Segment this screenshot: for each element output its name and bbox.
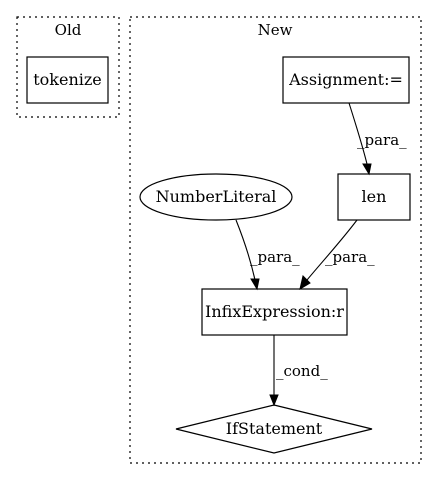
node-if-statement: IfStatement <box>175 404 373 454</box>
cluster-old-frame <box>16 16 120 118</box>
node-number-literal: NumberLiteral <box>139 173 293 221</box>
edge-infix-if-arrowhead <box>269 394 279 407</box>
node-tokenize-label: tokenize <box>33 70 102 89</box>
cluster-new-title: New <box>258 21 293 39</box>
node-len: len <box>337 173 411 221</box>
edge-assignment-len: _para_ <box>348 102 407 176</box>
edge-len-infix-arrowhead <box>299 275 311 291</box>
edge-assignment-len-label: _para_ <box>357 131 407 149</box>
node-number-literal-label: NumberLiteral <box>156 187 277 206</box>
edge-infix-if-label: _cond_ <box>276 362 328 380</box>
node-infix-expression-label: InfixExpression:r <box>205 302 344 321</box>
node-assignment: Assignment:= <box>282 56 410 104</box>
edge-len-infix-label: _para_ <box>325 248 375 266</box>
edge-number-literal-infix: _para_ <box>235 219 300 291</box>
node-if-statement-label: IfStatement <box>226 419 323 438</box>
edge-number-literal-infix-label: _para_ <box>250 248 300 266</box>
edge-number-literal-infix-arrowhead <box>250 278 260 291</box>
cluster-new: New <box>129 16 422 464</box>
edge-infix-if: _cond_ <box>269 335 328 407</box>
edge-assignment-len-arrowhead <box>362 163 372 176</box>
cluster-old-title: Old <box>55 21 82 39</box>
node-assignment-label: Assignment:= <box>288 70 403 89</box>
node-len-label: len <box>362 187 387 206</box>
node-infix-expression: InfixExpression:r <box>201 288 348 336</box>
cluster-new-frame <box>129 16 422 464</box>
edge-len-infix: _para_ <box>299 219 375 291</box>
cluster-old: Old <box>16 16 120 118</box>
node-tokenize: tokenize <box>26 56 109 104</box>
